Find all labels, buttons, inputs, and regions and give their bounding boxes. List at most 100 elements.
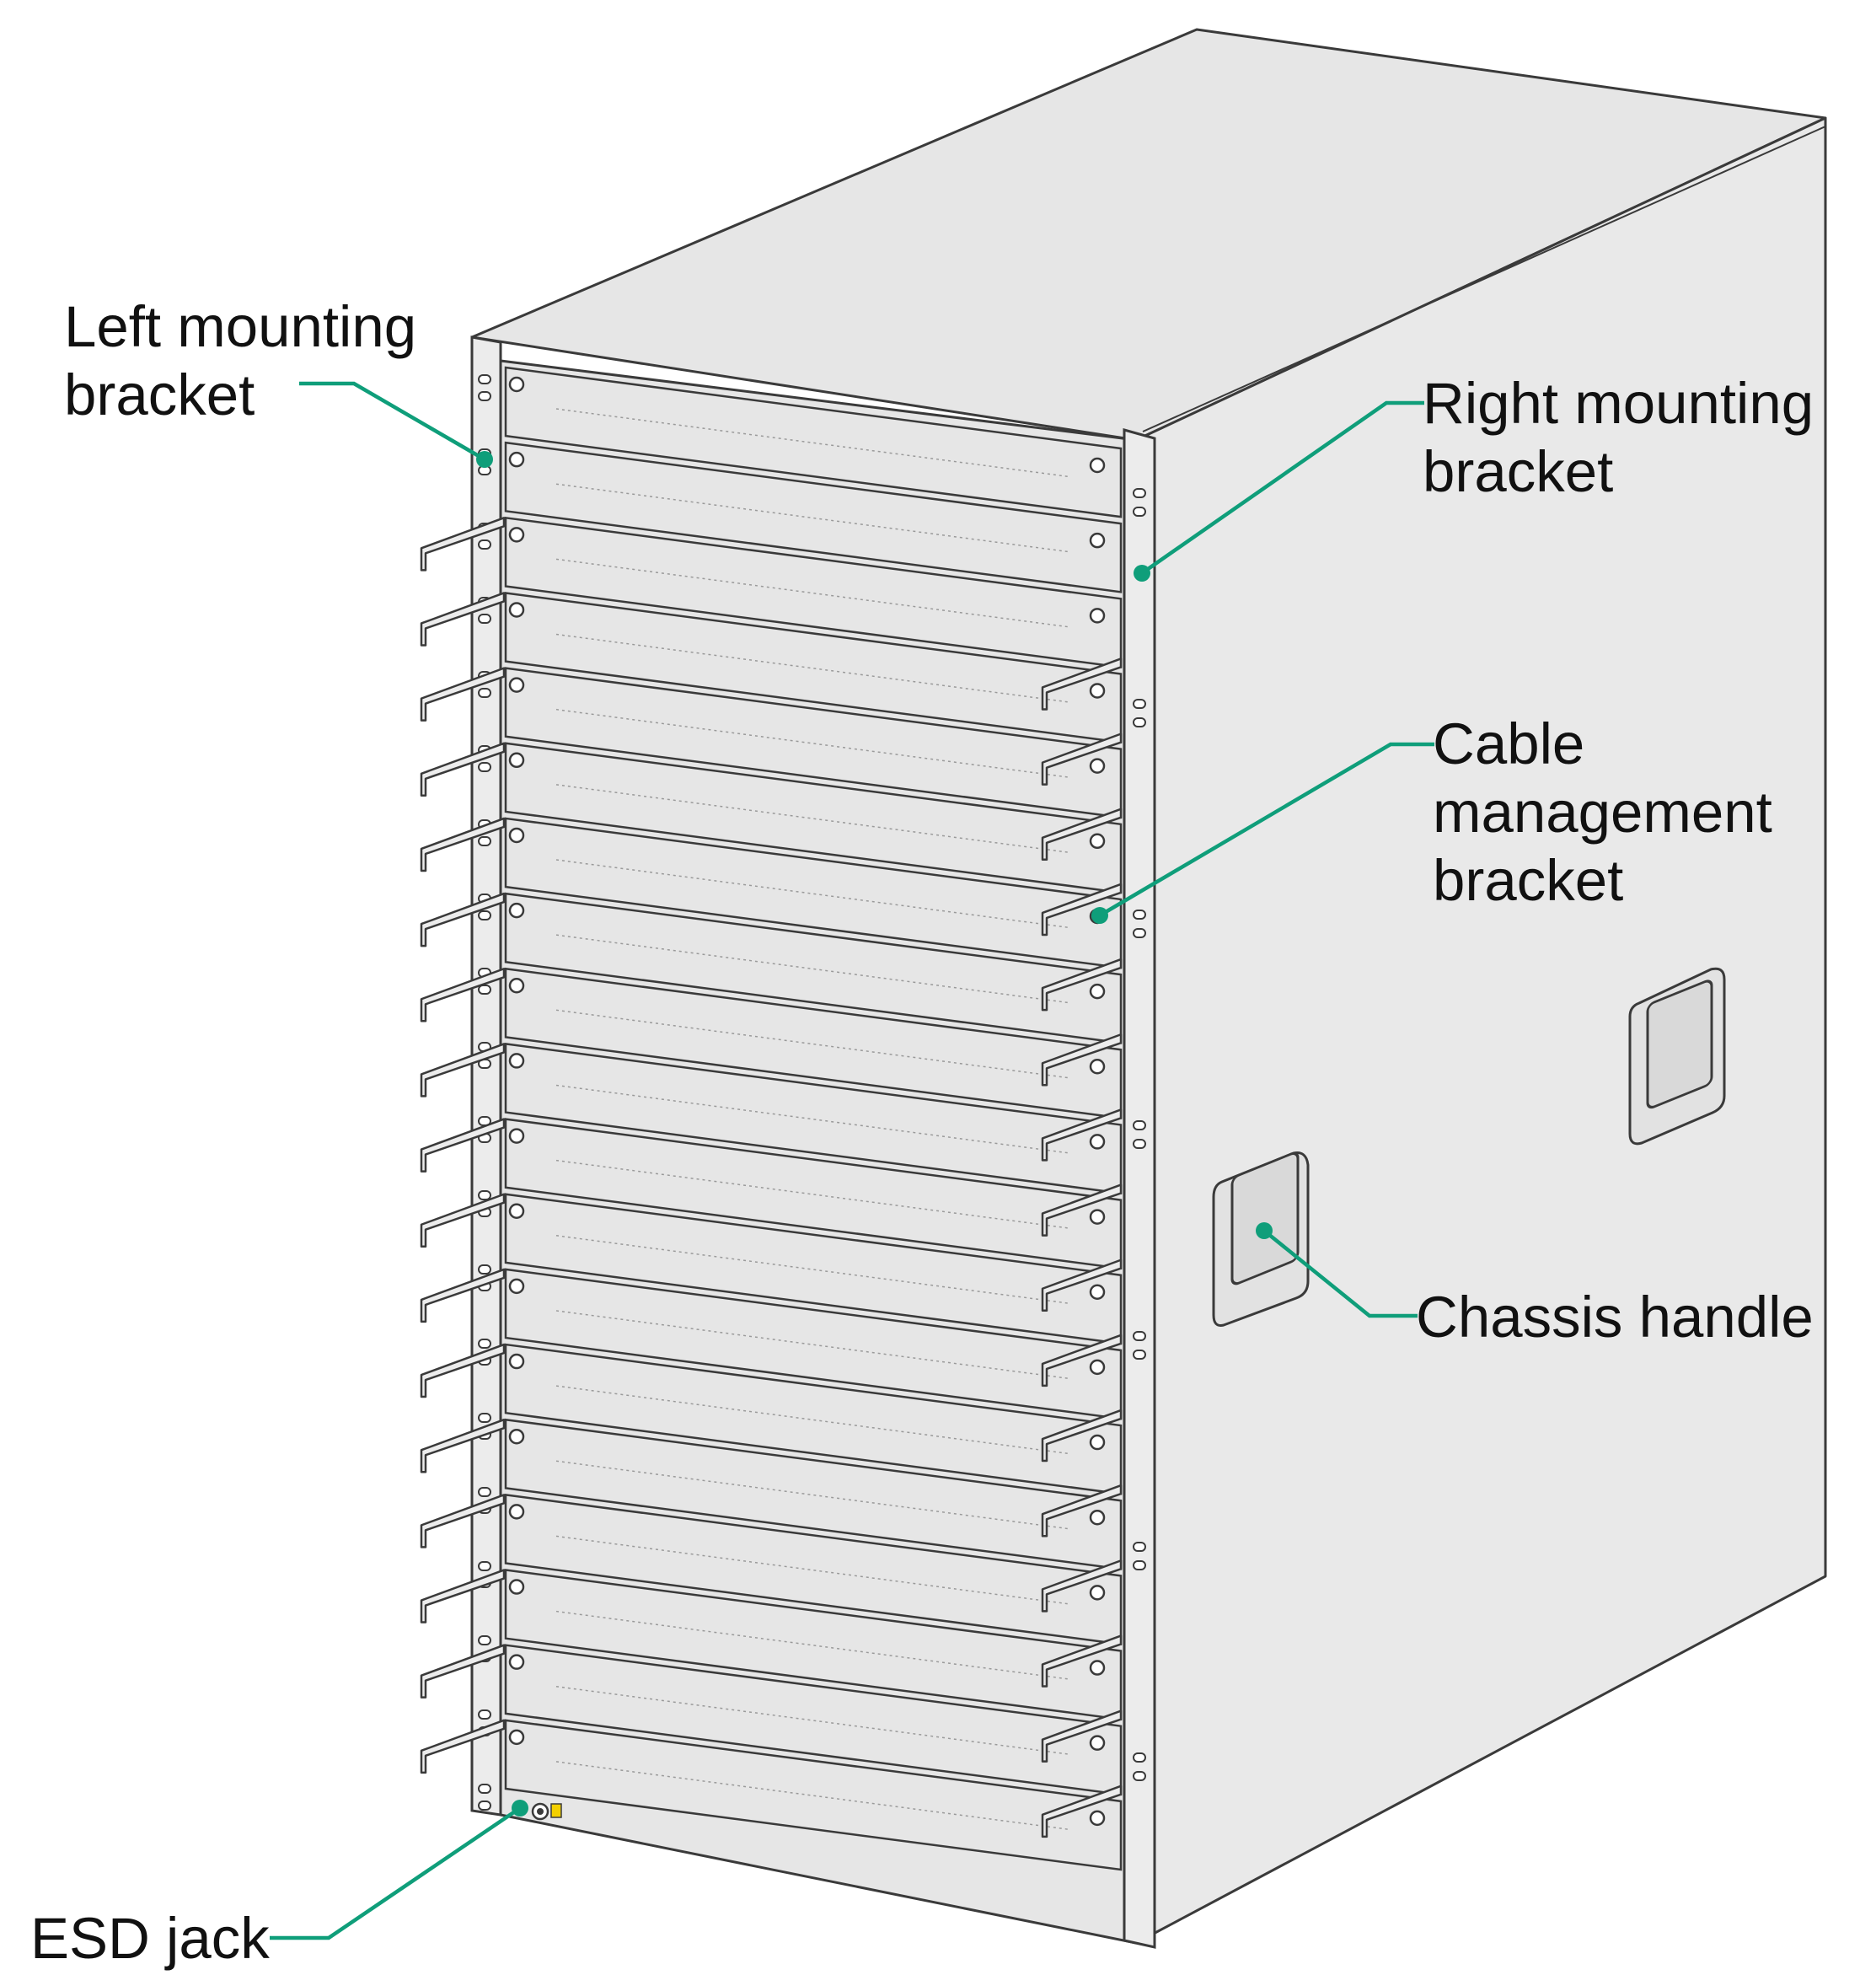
- slot-vent: [555, 1460, 1071, 1530]
- chassis-handle-label: Chassis handle: [1416, 1283, 1814, 1351]
- ejector-lever-left: [420, 1268, 506, 1323]
- slot-screw: [1089, 833, 1106, 850]
- mounting-hole: [478, 374, 491, 384]
- label-line: bracket: [64, 362, 255, 427]
- ejector-lever-right: [1041, 1559, 1123, 1613]
- label-line: bracket: [1433, 848, 1624, 913]
- esd-leader-line: [270, 1806, 522, 1940]
- mounting-hole: [1133, 928, 1146, 938]
- ejector-lever-right: [1041, 1709, 1123, 1763]
- ejector-lever-right: [1041, 1259, 1123, 1312]
- mounting-hole: [478, 1487, 491, 1497]
- warning-label-icon: [550, 1803, 562, 1818]
- mounting-hole: [1133, 1771, 1146, 1781]
- cable-management-bracket-label: Cable management bracket: [1433, 710, 1772, 915]
- slot-vent: [555, 1385, 1071, 1455]
- mounting-hole: [478, 688, 491, 698]
- mounting-hole: [1133, 1139, 1146, 1149]
- ejector-lever-right: [1041, 958, 1123, 1012]
- label-line: Right mounting: [1423, 371, 1814, 436]
- slot-screw: [1089, 1134, 1106, 1150]
- ejector-lever-left: [420, 1043, 506, 1098]
- slot-screw: [1089, 1434, 1106, 1451]
- mounting-hole: [478, 1709, 491, 1720]
- slot-vent: [555, 1235, 1071, 1305]
- slot-screw: [508, 1203, 525, 1219]
- slot-screw: [1089, 1059, 1106, 1075]
- slot-vent: [555, 558, 1071, 628]
- slot-screw: [1089, 1209, 1106, 1225]
- slot-screw: [508, 1128, 525, 1144]
- slot-vent: [555, 1535, 1071, 1605]
- ejector-lever-left: [420, 1193, 506, 1248]
- ejector-lever-left: [420, 892, 506, 947]
- slot-screw: [508, 376, 525, 393]
- chassis-handle-upper: [1628, 967, 1726, 1146]
- slot-vent: [555, 784, 1071, 854]
- slot-screw: [508, 1579, 525, 1595]
- label-line: Left mounting: [64, 294, 417, 359]
- ejector-lever-right: [1041, 883, 1123, 937]
- mounting-hole: [478, 1784, 491, 1794]
- mounting-hole: [1133, 699, 1146, 709]
- slot-screw: [1089, 457, 1106, 474]
- mounting-hole: [478, 614, 491, 624]
- label-line: management: [1433, 780, 1772, 845]
- slot-screw: [1089, 1359, 1106, 1376]
- mounting-hole: [478, 985, 491, 995]
- slot-screw: [1089, 1585, 1106, 1601]
- mounting-hole: [1133, 717, 1146, 727]
- left-bracket-leader-line: [299, 381, 486, 461]
- slot-screw: [1089, 1509, 1106, 1526]
- ejector-lever-left: [420, 517, 506, 572]
- slot-screw: [508, 1278, 525, 1295]
- left-bracket-leader-dot: [476, 451, 493, 468]
- slot-screw: [508, 451, 525, 468]
- ejector-lever-right: [1041, 1634, 1123, 1688]
- mounting-hole: [1133, 1331, 1146, 1341]
- slot-screw: [508, 1428, 525, 1445]
- slot-screw: [508, 827, 525, 844]
- slot-vent: [555, 483, 1071, 553]
- slot-screw: [508, 1504, 525, 1520]
- slot-vent: [555, 1310, 1071, 1380]
- slot-screw: [508, 752, 525, 769]
- ejector-lever-right: [1041, 1409, 1123, 1462]
- esd-jack-label: ESD jack: [30, 1904, 270, 1972]
- mounting-hole: [478, 762, 491, 772]
- ejector-lever-left: [420, 1118, 506, 1173]
- slot-screw: [1089, 1284, 1106, 1300]
- label-line: ESD jack: [30, 1906, 270, 1971]
- left-mounting-bracket: [470, 335, 502, 1817]
- ejector-lever-left: [420, 1343, 506, 1398]
- mounting-hole: [478, 1190, 491, 1200]
- slot-screw: [508, 527, 525, 543]
- mounting-hole: [478, 539, 491, 550]
- chassis-handle: [1212, 1151, 1310, 1327]
- slot-screw: [1089, 608, 1106, 624]
- ejector-lever-left: [420, 667, 506, 722]
- slot-vent: [555, 859, 1071, 929]
- ejector-lever-right: [1041, 1183, 1123, 1237]
- mounting-hole: [478, 1635, 491, 1645]
- esd-leader-dot: [512, 1800, 528, 1817]
- right-mounting-bracket-label: Right mounting bracket: [1423, 369, 1814, 506]
- slot-screw: [508, 1053, 525, 1069]
- ejector-lever-left: [420, 1719, 506, 1774]
- ejector-lever-left: [420, 592, 506, 647]
- slot-card: [504, 441, 1123, 593]
- handle-leader-line: [1262, 1229, 1418, 1318]
- ejector-lever-left: [420, 742, 506, 797]
- mounting-hole: [478, 1413, 491, 1423]
- mounting-hole: [1133, 910, 1146, 920]
- slot-screw: [1089, 1735, 1106, 1751]
- ejector-lever-right: [1041, 1334, 1123, 1387]
- ejector-lever-left: [420, 1418, 506, 1473]
- label-line: bracket: [1423, 439, 1614, 504]
- cable-bracket-leader-line: [1098, 742, 1434, 917]
- slot-vent: [555, 1159, 1071, 1229]
- mounting-hole: [1133, 488, 1146, 498]
- label-line: Cable: [1433, 711, 1585, 776]
- right-mounting-bracket: [1123, 428, 1156, 1949]
